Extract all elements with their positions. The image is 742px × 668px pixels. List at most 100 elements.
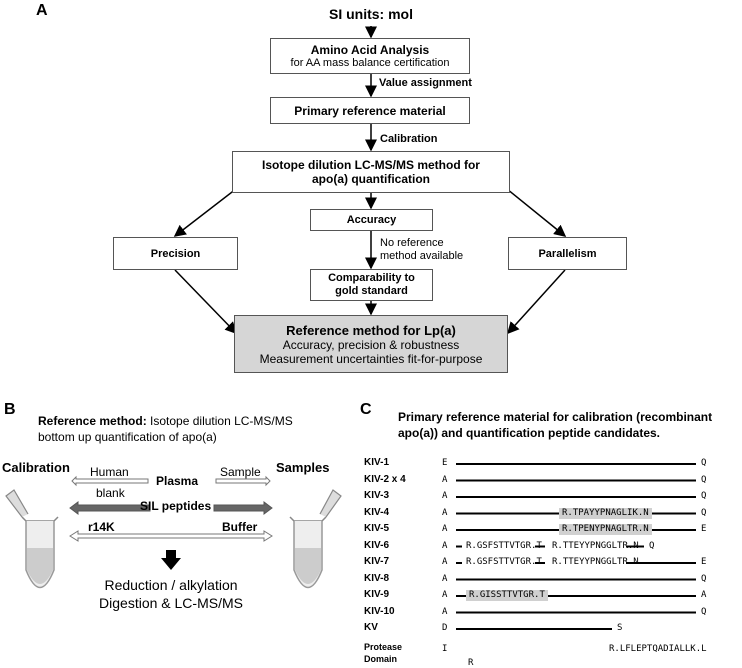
method-description: Reference method: Isotope dilution LC-MS… [38, 413, 293, 445]
domain-start: A [442, 540, 448, 551]
domain-end: Q [649, 540, 655, 551]
amino-acid-subtitle: for AA mass balance certification [290, 57, 450, 69]
amino-acid-title: Amino Acid Analysis [310, 43, 430, 57]
final-reference-method-box: Reference method for Lp(a) Accuracy, pre… [234, 315, 508, 373]
r14k-buffer-arrow [69, 530, 273, 542]
domain-end: Q [701, 458, 707, 468]
domain-end: Q [701, 507, 707, 518]
domain-end: A [701, 590, 707, 600]
domain-name: KV [364, 622, 378, 633]
peptide-highlight: R.TPENYPNAGLTR.N [559, 524, 652, 535]
domain-name: KIV-7 [364, 556, 390, 567]
plasma-label: Plasma [156, 474, 199, 488]
protease-label-2: Domain [364, 653, 398, 664]
sample-tube-icon [289, 489, 342, 589]
domain-name: KIV-5 [364, 523, 390, 534]
domain-end: Q [701, 606, 707, 617]
precision-text: Precision [150, 247, 201, 260]
domain-start: A [442, 590, 448, 600]
peptide-2: R.TTEYYPNGGLTR.N [552, 557, 639, 567]
calibration-label: Calibration [380, 133, 438, 145]
down-arrow [161, 550, 181, 570]
domain-name: KIV-3 [364, 490, 390, 501]
panel-c-title-line2: apo(a)) and quantification peptide candi… [398, 426, 661, 440]
idms-method-box: Isotope dilution LC-MS/MS method for apo… [232, 151, 510, 193]
domain-name: KIV-4 [364, 506, 390, 518]
parallelism-text: Parallelism [538, 247, 597, 260]
comparability-box: Comparability to gold standard [310, 269, 433, 301]
domain-start: A [442, 557, 448, 567]
sil-peptides-label: SIL peptides [140, 499, 212, 513]
domain-end: Q [701, 474, 707, 485]
amino-acid-analysis-box: Amino Acid Analysis for AA mass balance … [270, 38, 470, 74]
domain-name: KIV-1 [364, 457, 390, 468]
final-box-title: Reference method for Lp(a) [286, 322, 456, 338]
method-line2: bottom up quantification of apo(a) [38, 430, 217, 444]
panel-b-label: B [4, 401, 16, 418]
comparability-line2: gold standard [335, 285, 408, 297]
domain-name: KIV-9 [364, 589, 390, 600]
blank-label: blank [96, 486, 125, 500]
no-reference-line2: method available [380, 250, 464, 262]
domain-end: Q [701, 491, 707, 501]
panel-c-label: C [360, 401, 372, 418]
peptide-1: R.GSFSTTVTGR.T [466, 540, 542, 551]
primary-reference-box: Primary reference material [270, 97, 470, 124]
value-assignment-label: Value assignment [379, 77, 472, 89]
panel-a-connectors [5, 26, 696, 630]
domain-end: E [701, 524, 707, 534]
domain-start: A [442, 491, 448, 501]
final-box-line2: Accuracy, precision & robustness [282, 337, 460, 352]
peptide-highlight: R.TPAYYPNAGLIK.N [559, 507, 652, 519]
no-reference-note: No reference method available [380, 237, 463, 263]
samples-heading: Samples [276, 460, 330, 475]
domain-lines [456, 463, 696, 630]
domain-end: S [617, 623, 623, 633]
accuracy-box: Accuracy [310, 209, 433, 231]
domain-end: Q [701, 573, 707, 584]
r14k-label: r14K [88, 520, 115, 534]
no-reference-line1: No reference [380, 237, 444, 249]
protease-end: R [468, 657, 474, 668]
sil-arrows [69, 501, 273, 515]
parallelism-box: Parallelism [508, 237, 627, 270]
peptide-highlight: R.GISSTTVTGR.T [466, 590, 548, 601]
idms-line2: apo(a) quantification [312, 172, 430, 186]
domain-end: E [701, 557, 707, 567]
si-units-title: SI units: mol [329, 6, 413, 22]
domain-start: A [442, 573, 448, 584]
plasma-arrows [71, 475, 271, 487]
calibration-heading: Calibration [2, 460, 70, 475]
idms-line1: Isotope dilution LC-MS/MS method for [262, 158, 480, 172]
comparability-line1: Comparability to [328, 272, 415, 284]
accuracy-text: Accuracy [346, 214, 397, 226]
sample-label: Sample [220, 465, 261, 479]
domain-name: KIV-6 [364, 539, 390, 551]
panel-c-title: Primary reference material for calibrati… [398, 409, 712, 441]
peptide-2: R.TTEYYPNGGLTR.N [552, 540, 639, 551]
domain-name: KIV-2 x 4 [364, 473, 406, 485]
domain-start: A [442, 524, 448, 534]
peptide-1: R.GSFSTTVTGR.T [466, 557, 542, 567]
processing-steps: Reduction / alkylation Digestion & LC-MS… [0, 576, 342, 612]
protease-peptide: R.LFLEPTQADIALLK.L [609, 643, 707, 654]
calibration-tube-icon [5, 489, 59, 589]
panel-a-label: A [36, 2, 48, 19]
protease-start: I [442, 643, 448, 654]
protease-label-1: Protease [364, 641, 403, 652]
method-bold: Reference method: [38, 414, 147, 428]
precision-box: Precision [113, 237, 238, 270]
domain-name: KIV-10 [364, 605, 395, 617]
domain-start: A [442, 474, 448, 485]
primary-reference-text: Primary reference material [294, 103, 446, 118]
domain-name: KIV-8 [364, 572, 390, 584]
domain-start: A [442, 606, 448, 617]
domain-start: E [442, 458, 448, 468]
human-label: Human [90, 465, 129, 479]
buffer-label: Buffer [222, 520, 258, 534]
step-digestion: Digestion & LC-MS/MS [99, 595, 243, 611]
step-reduction: Reduction / alkylation [104, 577, 238, 593]
domain-start: A [442, 507, 448, 518]
panel-c-title-line1: Primary reference material for calibrati… [398, 410, 713, 424]
domain-start: D [442, 623, 448, 633]
